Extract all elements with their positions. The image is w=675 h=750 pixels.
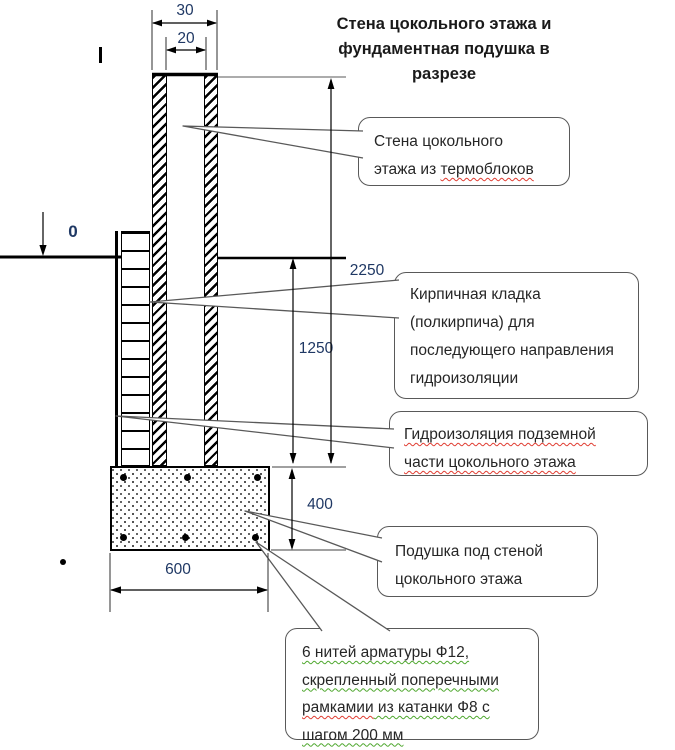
- brick-masonry-column: [121, 231, 150, 466]
- dim-label-30: 30: [176, 2, 194, 19]
- callout-text-line: рамкамии из катанки Ф8 с: [302, 694, 538, 722]
- dim-label-1250: 1250: [298, 340, 334, 357]
- callout-text-line: Кирпичная кладка: [410, 286, 541, 303]
- title-line: фундаментная подушка в: [338, 40, 550, 58]
- callout-brick-masonry: Кирпичная кладка (полкирпича) для послед…: [394, 272, 639, 399]
- callout-text-line: шагом 200 мм: [302, 726, 404, 744]
- section-tick-mark: [99, 47, 102, 63]
- callout-text-line: части цокольного этажа: [404, 454, 576, 471]
- rebar-dot: [120, 534, 127, 541]
- callout-text: этажа из: [374, 161, 441, 178]
- callout-waterproofing: Гидроизоляция подземной части цокольного…: [389, 411, 648, 476]
- callout-rebar: 6 нитей арматуры Ф12, скрепленный попере…: [285, 628, 539, 744]
- callout-text-line: цокольного этажа: [395, 571, 523, 588]
- leader-pointer-rebar: [255, 541, 391, 632]
- dim-label-600: 600: [165, 561, 191, 578]
- arrow-head: [257, 586, 268, 594]
- callout-text-misspelled: термоблоков: [440, 161, 534, 178]
- callout-text-line: этажа из термоблоков: [374, 156, 569, 184]
- leader-pointer-brick: [149, 279, 400, 319]
- dim-label-2250: 2250: [349, 262, 385, 279]
- basement-wall-right-leaf: [204, 75, 218, 466]
- rebar-dot: [254, 474, 261, 481]
- callout-text-line: (полкирпича) для: [410, 314, 535, 331]
- callout-text-line: Подушка под стеной: [395, 543, 543, 560]
- rebar-dot: [182, 534, 189, 541]
- dim-label-400: 400: [307, 496, 333, 513]
- callout-text-line: 6 нитей арматуры Ф12,: [302, 644, 470, 661]
- callout-text-line: Гидроизоляция подземной: [404, 426, 596, 443]
- rebar-dot: [184, 474, 191, 481]
- arrow-head: [327, 453, 335, 464]
- bullet-dot: [60, 559, 66, 565]
- callout-thermoblock-wall: Стена цокольного этажа из термоблоков: [358, 117, 570, 186]
- rebar-dot: [120, 474, 127, 481]
- arrow-head: [289, 258, 297, 269]
- rebar-dot: [252, 534, 259, 541]
- dim-label-20: 20: [177, 30, 195, 47]
- basement-wall-left-leaf: [152, 75, 167, 466]
- arrow-head: [152, 19, 162, 27]
- callout-text-line: последующего направления: [410, 342, 614, 359]
- waterproofing-layer-line: [115, 231, 119, 466]
- callout-text-line: Стена цокольного: [374, 133, 504, 150]
- arrow-head: [196, 46, 206, 54]
- callout-text-misspelled: рамкамии: [302, 699, 374, 716]
- page-title: Стена цокольного этажа и фундаментная по…: [310, 12, 578, 87]
- arrow-head: [288, 468, 296, 479]
- title-line: разрезе: [411, 65, 477, 83]
- callout-text: из катанки Ф8 с: [373, 699, 490, 716]
- title-line: Стена цокольного этажа и: [336, 15, 552, 33]
- zero-level-arrow-head: [39, 245, 47, 256]
- arrow-head: [110, 586, 121, 594]
- arrow-head: [166, 46, 176, 54]
- arrow-head: [207, 19, 217, 27]
- callout-text-line: скрепленный поперечными: [302, 671, 499, 689]
- foundation-pad: [110, 466, 270, 551]
- callout-foundation-pad: Подушка под стеной цокольного этажа: [377, 526, 598, 597]
- ground-level-zero-label: 0: [68, 222, 78, 241]
- arrow-head: [289, 453, 297, 464]
- arrow-head: [288, 539, 296, 550]
- callout-text-line: гидроизоляции: [410, 370, 519, 387]
